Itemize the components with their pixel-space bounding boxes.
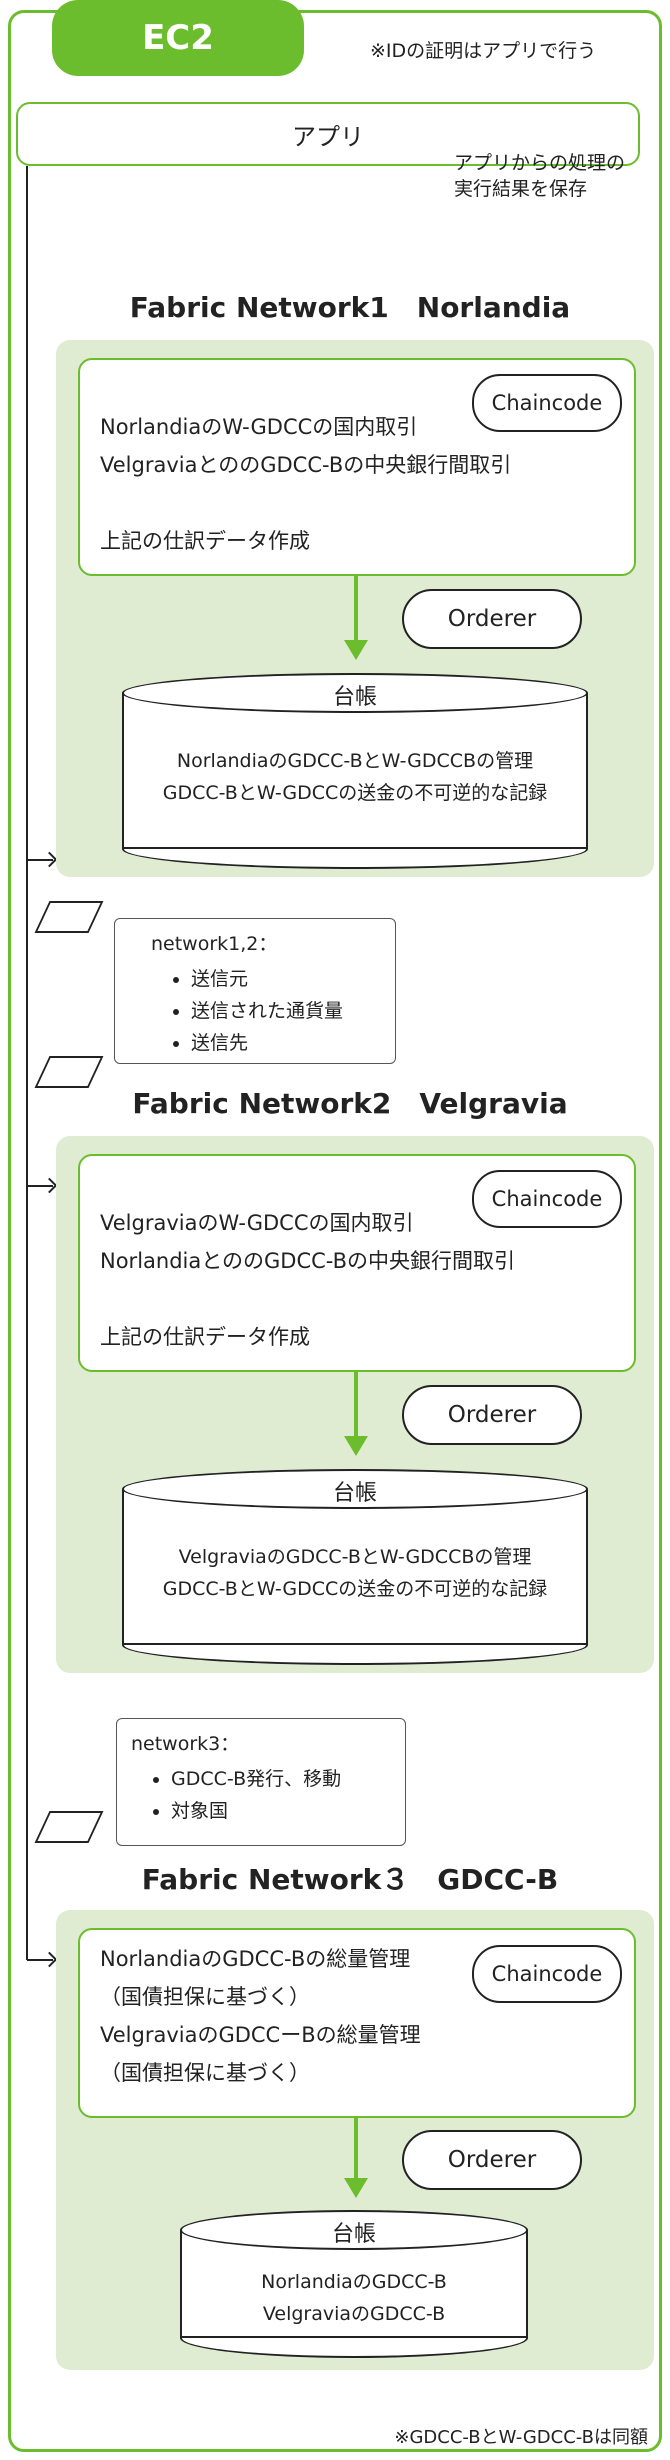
network2-orderer: Orderer	[402, 1385, 582, 1445]
save-note: アプリからの処理の 実行結果を保存	[454, 150, 625, 202]
network3-ledger-text: NorlandiaのGDCC-B VelgraviaのGDCC-B	[180, 2266, 528, 2330]
network2-ledger-line-1: VelgraviaのGDCC-BとW-GDCCBの管理	[178, 1546, 532, 1568]
network2-ledger-line-2: GDCC-BとW-GDCCの送金の不可逆的な記録	[162, 1578, 548, 1600]
network3-line-3: VelgraviaのGDCCーBの総量管理	[100, 2023, 421, 2047]
network2-ledger-text: VelgraviaのGDCC-BとW-GDCCBの管理 GDCC-BとW-GDC…	[122, 1541, 588, 1605]
network2-ledger: 台帳 VelgraviaのGDCC-BとW-GDCCBの管理 GDCC-BとW-…	[122, 1469, 588, 1665]
network1-line-1: NorlandiaのW-GDCCの国内取引	[100, 415, 418, 439]
network2-ledger-title: 台帳	[332, 1481, 377, 1506]
network3-orderer: Orderer	[402, 2130, 582, 2190]
network1-ledger-line-1: NorlandiaのGDCC-BとW-GDCCBの管理	[176, 750, 534, 772]
arrow-to-network3	[27, 1959, 53, 1961]
info-box-network12-heading: network1,2：	[151, 933, 278, 955]
network3-chaincode-badge: Chaincode	[472, 1945, 622, 2003]
network2-chaincode-badge: Chaincode	[472, 1170, 622, 1228]
arrow-to-network1	[27, 859, 53, 861]
id-note: ※IDの証明はアプリで行う	[370, 40, 597, 62]
network3-ledger-line-2: VelgraviaのGDCC-B	[262, 2303, 446, 2325]
network3-ledger: 台帳 NorlandiaのGDCC-B VelgraviaのGDCC-B	[180, 2210, 528, 2358]
network3-ledger-title: 台帳	[331, 2222, 376, 2247]
info-box-network3-list: GDCC-B発行、移動 対象国	[131, 1763, 405, 1827]
info-box-network12: network1,2： 送信元 送信された通貨量 送信先	[114, 918, 396, 1064]
info-box-network3-heading: network3：	[131, 1733, 240, 1755]
network3-flow-line	[354, 2118, 358, 2178]
network1-line-2: VelgraviaとののGDCC-Bの中央銀行間取引	[100, 453, 512, 477]
ec2-badge: EC2	[52, 0, 304, 76]
save-note-line2: 実行結果を保存	[454, 178, 588, 200]
network1-chaincode-badge: Chaincode	[472, 374, 622, 432]
network2-flow-arrowhead	[344, 1436, 368, 1456]
footer-note: ※GDCC-BとW-GDCC-Bは同額	[394, 2427, 648, 2448]
app-box: アプリ	[16, 102, 640, 166]
save-note-line1: アプリからの処理の	[454, 152, 626, 174]
ec2-frame	[8, 10, 662, 2452]
network3-flow-arrowhead	[344, 2178, 368, 2198]
network3-title: Fabric Network３ GDCC-B	[141, 1863, 559, 1896]
info-box-network3-item: 対象国	[171, 1795, 405, 1827]
info-box-network12-item: 送信された通貨量	[191, 995, 395, 1027]
network1-orderer: Orderer	[402, 589, 582, 649]
network1-ledger: 台帳 NorlandiaのGDCC-BとW-GDCCBの管理 GDCC-BとW-…	[122, 673, 588, 869]
network1-line-3	[100, 484, 511, 522]
network3-ledger-line-1: NorlandiaのGDCC-B	[261, 2271, 447, 2293]
network2-line-4: 上記の仕訳データ作成	[100, 1325, 310, 1349]
app-label: アプリ	[292, 122, 364, 151]
network1-ledger-line-2: GDCC-BとW-GDCCの送金の不可逆的な記録	[162, 782, 548, 804]
network2-description: VelgraviaのW-GDCCの国内取引 NorlandiaとののGDCC-B…	[100, 1204, 515, 1356]
info-box-network12-item: 送信先	[191, 1027, 395, 1059]
network2-line-2: NorlandiaとののGDCC-Bの中央銀行間取引	[100, 1249, 516, 1273]
network1-description: NorlandiaのW-GDCCの国内取引 VelgraviaとののGDCC-B…	[100, 408, 511, 560]
info-box-network12-list: 送信元 送信された通貨量 送信先	[151, 963, 395, 1059]
network3-line-2: （国債担保に基づく）	[100, 1985, 310, 2009]
arrow-to-network2	[27, 1185, 53, 1187]
network3-line-1: NorlandiaのGDCC-Bの総量管理	[100, 1947, 411, 1971]
info-box-network3-item: GDCC-B発行、移動	[171, 1763, 405, 1795]
network3-line-4: （国債担保に基づく）	[100, 2061, 310, 2085]
network1-ledger-title: 台帳	[332, 685, 377, 710]
network3-description: NorlandiaのGDCC-Bの総量管理 （国債担保に基づく） Velgrav…	[100, 1940, 421, 2092]
network1-ledger-text: NorlandiaのGDCC-BとW-GDCCBの管理 GDCC-BとW-GDC…	[122, 745, 588, 809]
network2-line-1: VelgraviaのW-GDCCの国内取引	[100, 1211, 414, 1235]
network2-title: Fabric Network2 Velgravia	[132, 1087, 568, 1120]
network1-flow-line	[354, 576, 358, 640]
info-box-network12-item: 送信元	[191, 963, 395, 995]
network1-line-4: 上記の仕訳データ作成	[100, 529, 310, 553]
save-flow-line	[26, 166, 28, 1960]
info-box-network3: network3： GDCC-B発行、移動 対象国	[116, 1718, 406, 1846]
network2-line-3	[100, 1280, 515, 1318]
network1-flow-arrowhead	[344, 640, 368, 660]
network1-title: Fabric Network1 Norlandia	[129, 291, 571, 324]
network2-flow-line	[354, 1372, 358, 1436]
